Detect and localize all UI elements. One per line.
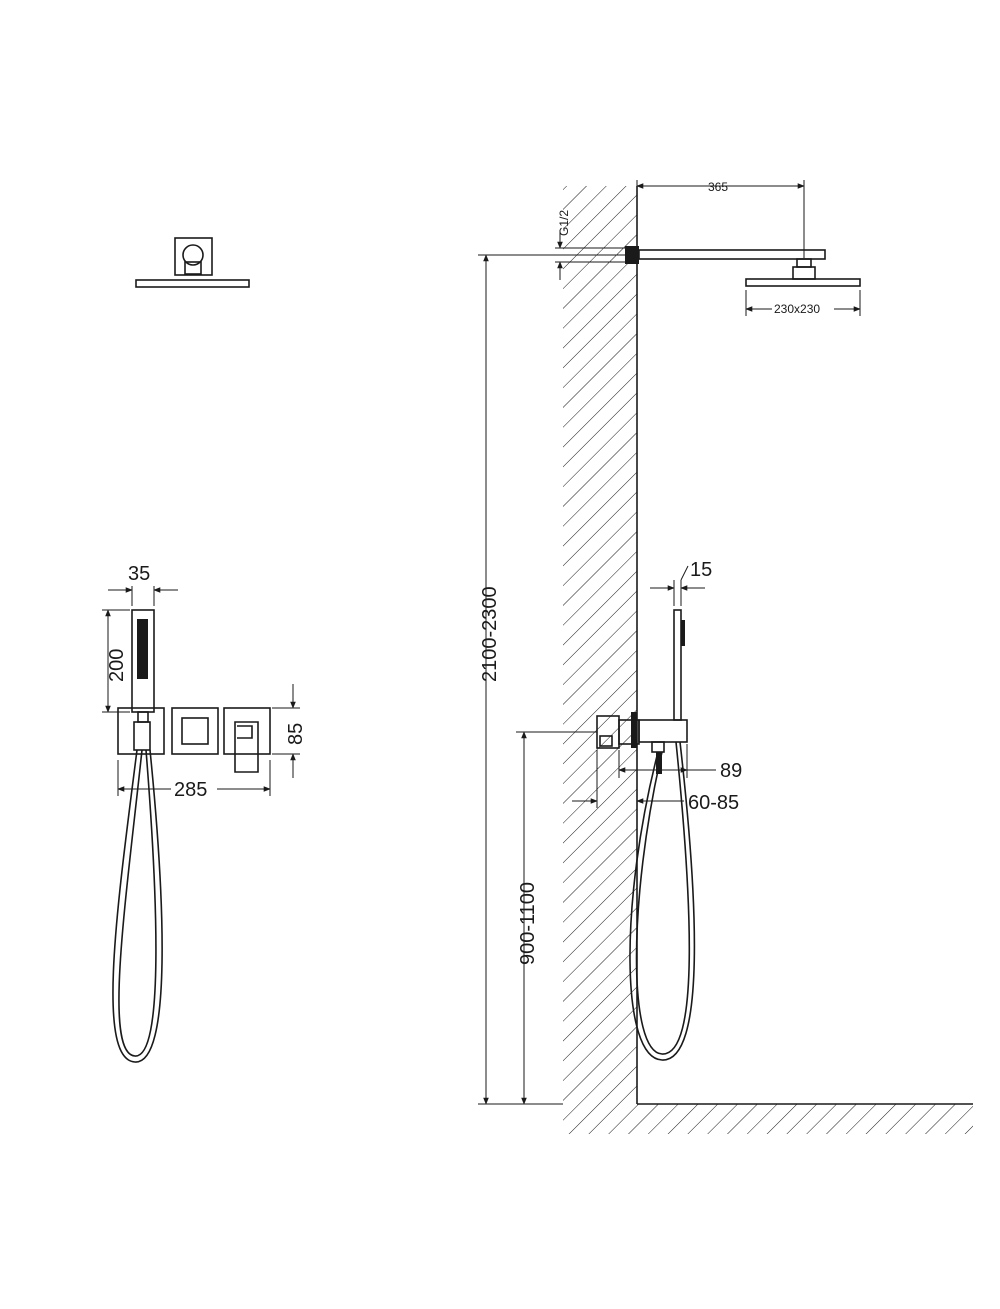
dim-label-head-size: 230x230 [774,302,820,316]
dim-label-thread: G1/2 [557,210,571,236]
dim-label-valve-depth: 89 [720,760,742,782]
dim-valve-depth: 89 [618,744,742,782]
dim-label-hand-width: 35 [128,563,150,585]
dim-hand-width: 35 [108,563,178,606]
dim-hand-depth: 15 [650,559,712,606]
side-hand-shower [629,609,696,1061]
dim-label-hand-height: 200 [106,649,128,682]
dim-label-shower-height: 2100-2300 [479,586,501,682]
dim-shower-height: 2100-2300 [478,254,625,1105]
side-shower-arm [625,246,861,287]
wall-section [563,186,973,1134]
dim-thread: G1/2 [555,210,625,280]
dim-label-plate-height: 85 [285,723,307,745]
dim-wall-depth: 60-85 [572,750,739,814]
dim-valve-height: 900-1100 [516,731,597,1105]
front-shower-head [135,237,250,288]
dim-head-size: 230x230 [745,290,861,316]
dim-plate-width: 285 [117,760,271,801]
dim-label-hand-depth: 15 [690,559,712,581]
front-valve-plates [117,707,271,773]
dim-plate-height: 85 [272,684,307,778]
front-hand-shower [112,609,163,1063]
dim-label-plate-width: 285 [174,779,207,801]
dim-arm-length: 365 [636,180,805,258]
dim-label-wall-depth: 60-85 [688,792,739,814]
dim-label-arm-length: 365 [708,180,728,194]
dim-label-valve-height: 900-1100 [517,882,539,965]
dim-hand-height: 200 [102,609,130,713]
